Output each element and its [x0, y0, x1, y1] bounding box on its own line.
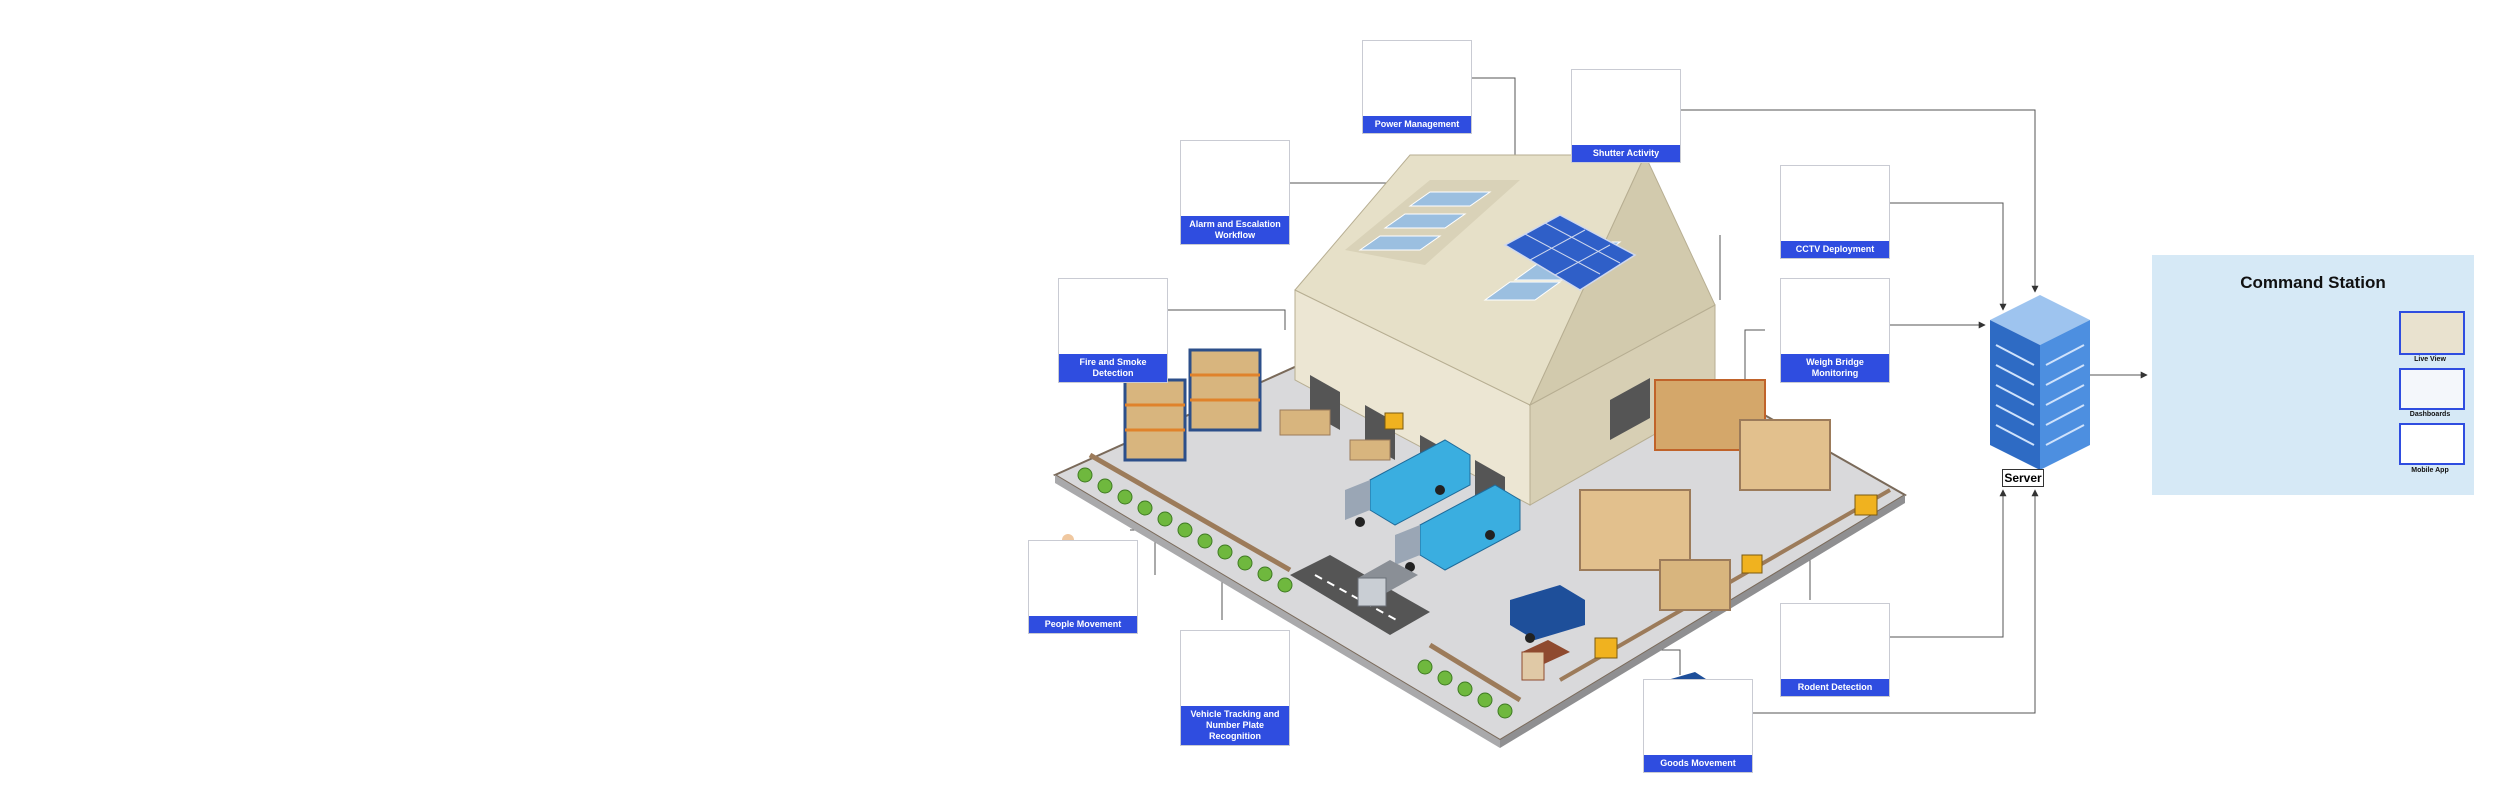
feature-vehicle-tracking: Vehicle Tracking and Number Plate Recogn…	[1180, 630, 1290, 746]
feature-label: Power Management	[1363, 116, 1471, 133]
storage-racks-right	[1279, 379, 1831, 611]
live-view-thumbnail	[2399, 311, 2465, 355]
rooftop-solar-panel	[1503, 214, 1637, 291]
feature-power-management: Power Management	[1362, 40, 1472, 134]
mobile-app-label: Mobile App	[2411, 467, 2449, 474]
feature-label: Weigh Bridge Monitoring	[1781, 354, 1889, 382]
mobile-app-thumbnail	[2399, 423, 2465, 465]
feature-label: People Movement	[1029, 616, 1137, 633]
feature-people-movement: People Movement	[1028, 540, 1138, 634]
feature-shutter-activity: Shutter Activity	[1571, 69, 1681, 163]
gate-house	[1357, 560, 1570, 681]
shutter-icon	[1572, 70, 1680, 145]
weigh-scale-icon	[1781, 279, 1889, 354]
dashboards-thumbnail	[2399, 368, 2465, 410]
feature-weigh-bridge: Weigh Bridge Monitoring	[1780, 278, 1890, 383]
feature-label: Fire and Smoke Detection	[1059, 354, 1167, 382]
goods-van-icon	[1644, 680, 1752, 755]
storage-racks-left	[1123, 348, 1262, 462]
command-station-panel: Command Station Live View Dashboards Mob…	[2152, 255, 2474, 495]
feature-label: CCTV Deployment	[1781, 241, 1889, 258]
fire-smoke-icon	[1059, 279, 1167, 354]
solar-panel-icon	[1363, 41, 1471, 116]
feature-label: Vehicle Tracking and Number Plate Recogn…	[1181, 706, 1289, 745]
cctv-camera-icon	[1781, 166, 1889, 241]
live-view-label: Live View	[2414, 356, 2446, 363]
feature-rodent-detection: Rodent Detection	[1780, 603, 1890, 697]
feature-label: Rodent Detection	[1781, 679, 1889, 696]
feature-label: Alarm and Escalation Workflow	[1181, 216, 1289, 244]
feature-cctv-deployment: CCTV Deployment	[1780, 165, 1890, 259]
people-movement-icon	[1029, 541, 1137, 616]
delivery-trucks	[1345, 439, 1585, 643]
hedge-rows	[1077, 467, 1513, 719]
alarm-siren-icon	[1181, 141, 1289, 216]
forklifts	[1384, 412, 1878, 659]
feature-fire-smoke-detection: Fire and Smoke Detection	[1058, 278, 1168, 383]
feature-alarm-workflow: Alarm and Escalation Workflow	[1180, 140, 1290, 245]
rodent-icon	[1781, 604, 1889, 679]
command-station-title: Command Station	[2240, 273, 2386, 292]
feature-goods-movement: Goods Movement	[1643, 679, 1753, 773]
server-label: Server	[2002, 469, 2044, 487]
dashboards-label: Dashboards	[2409, 411, 2451, 418]
server-rack-icon	[1990, 295, 2090, 470]
vehicle-plate-icon	[1181, 631, 1289, 706]
feature-label: Shutter Activity	[1572, 145, 1680, 162]
feature-label: Goods Movement	[1644, 755, 1752, 772]
